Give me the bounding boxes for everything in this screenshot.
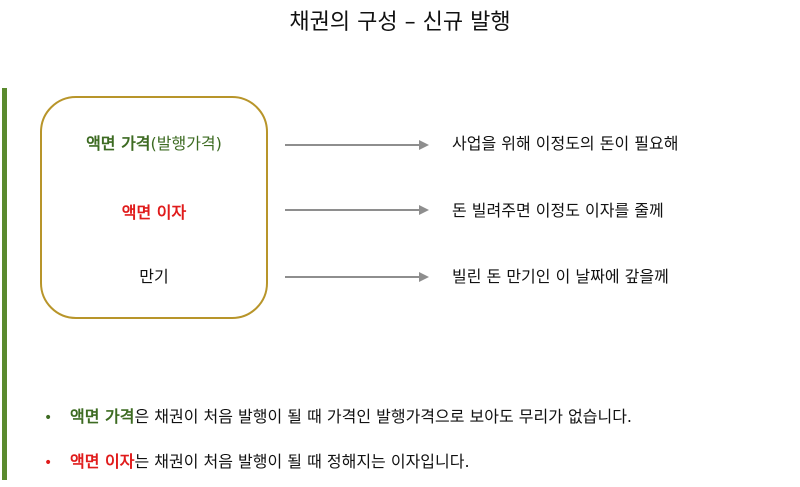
bullet-coupon-text: 는 채권이 처음 발행이 될 때 정해지는 이자입니다. xyxy=(134,452,470,471)
term-face-value: 액면 가격(발행가격) xyxy=(40,133,268,155)
slide-title: 채권의 구성 – 신규 발행 xyxy=(289,10,511,35)
term-maturity-description: 빌린 돈 만기인 이 날짜에 갚을께 xyxy=(452,267,669,286)
right-arrow-icon xyxy=(285,138,430,152)
bullet-coupon: • 액면 이자는 채권이 처음 발행이 될 때 정해지는 이자입니다. xyxy=(44,451,470,474)
bullet-coupon-key: 액면 이자 xyxy=(70,452,135,471)
left-accent-bar xyxy=(2,88,7,480)
term-face-value-description: 사업을 위해 이정도의 돈이 필요해 xyxy=(452,134,679,153)
term-maturity-label: 만기 xyxy=(139,267,169,286)
term-coupon-label: 액면 이자 xyxy=(121,203,187,222)
bullet-face-value: • 액면 가격은 채권이 처음 발행이 될 때 가격인 발행가격으로 보아도 무리… xyxy=(44,406,632,429)
term-coupon-description: 돈 빌려주면 이정도 이자를 줄께 xyxy=(452,201,664,220)
bullet-dot-icon: • xyxy=(44,455,53,471)
term-coupon: 액면 이자 xyxy=(40,202,268,224)
term-face-value-note: (발행가격) xyxy=(150,134,222,153)
right-arrow-icon xyxy=(285,203,430,217)
term-maturity: 만기 xyxy=(40,266,268,288)
bullet-face-value-key: 액면 가격 xyxy=(70,407,135,426)
terms-box xyxy=(40,96,268,319)
term-face-value-label: 액면 가격 xyxy=(86,134,151,153)
right-arrow-icon xyxy=(285,270,430,284)
bullet-dot-icon: • xyxy=(44,410,53,426)
bullet-face-value-text: 은 채권이 처음 발행이 될 때 가격인 발행가격으로 보아도 무리가 없습니다… xyxy=(134,407,632,426)
